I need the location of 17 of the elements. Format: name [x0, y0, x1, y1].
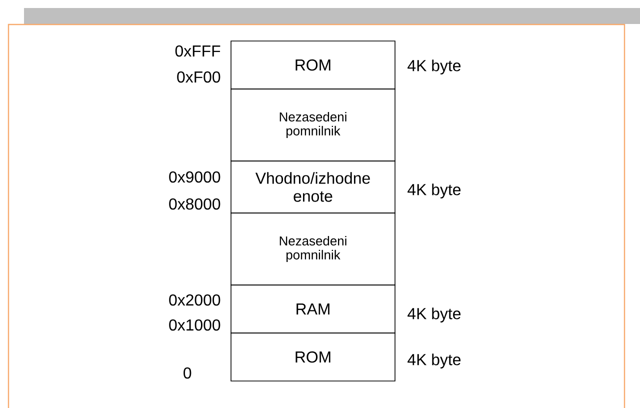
address-label: 0x2000	[169, 294, 220, 306]
memory-block: Nezasedeni pomnilnik	[230, 212, 396, 286]
memory-block: Vhodno/izhodne enote	[230, 160, 396, 214]
address-label: 0xF00	[177, 71, 220, 83]
memory-block: RAM	[230, 284, 396, 334]
address-label: 0x1000	[169, 319, 220, 331]
memory-block: ROM	[230, 332, 396, 382]
size-label: 4K byte	[408, 308, 461, 322]
address-label: 0x8000	[169, 198, 220, 210]
address-label: 0xFFF	[175, 45, 220, 57]
address-label: 0x9000	[169, 171, 220, 183]
size-label: 4K byte	[408, 354, 461, 368]
size-label: 4K byte	[408, 184, 461, 198]
memory-block: Nezasedeni pomnilnik	[230, 88, 396, 162]
address-label: 0	[184, 367, 192, 379]
size-label: 4K byte	[408, 60, 461, 74]
memory-block: ROM	[230, 40, 396, 90]
